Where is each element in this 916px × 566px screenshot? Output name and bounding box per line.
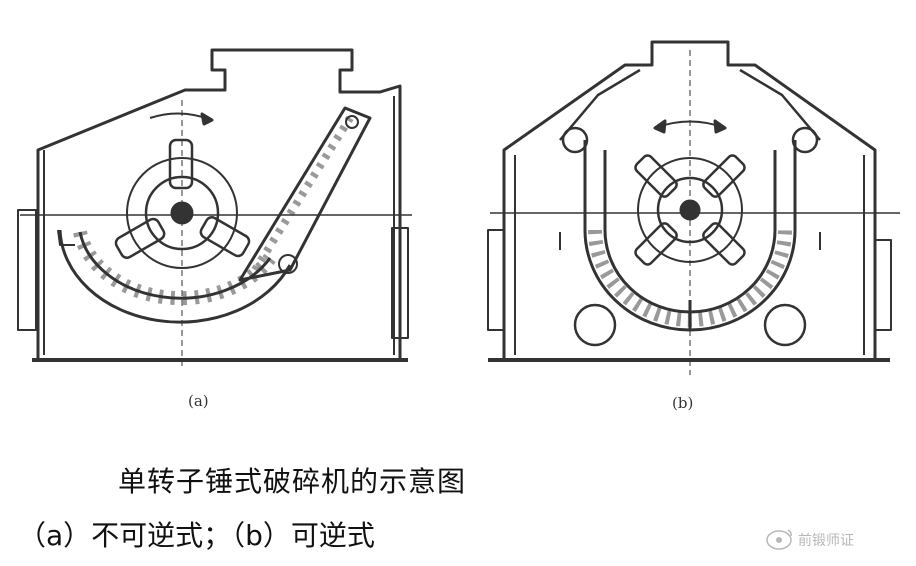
caption-subtitle: （a）不可逆式；（b）可逆式 (18, 519, 375, 552)
caption-title: 单转子锤式破碎机的示意图 (118, 465, 467, 498)
watermark-text: 前锻师证 (798, 533, 854, 549)
diagram-a-drawing (17, 48, 412, 370)
diagram-a-label: (a) (188, 392, 209, 410)
watermark: 前锻师证 (764, 524, 904, 552)
hammer-crusher-diagrams (17, 40, 900, 375)
watermark-logo-icon (766, 529, 792, 550)
diagram-b-label: (b) (672, 394, 694, 412)
diagram-b-drawing (487, 40, 900, 375)
